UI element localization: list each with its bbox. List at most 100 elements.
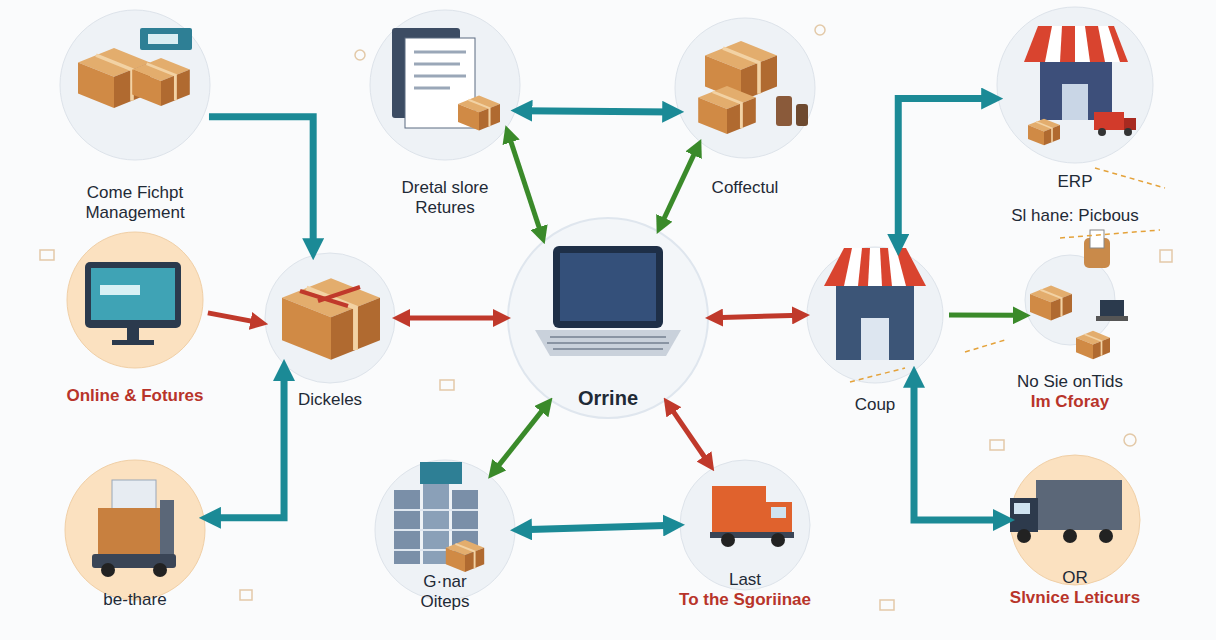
scatter-doodles — [880, 600, 894, 610]
laptop-illustration — [547, 337, 669, 349]
scatter-doodles — [990, 440, 1004, 450]
pickup-illustration — [1076, 331, 1110, 359]
returns-illustration — [414, 51, 466, 54]
pickup-illustration — [1030, 286, 1072, 321]
dashed-trails — [965, 340, 1005, 352]
scatter-doodles — [815, 25, 825, 35]
shop-illustration — [844, 248, 906, 286]
forklift-illustration — [101, 563, 115, 577]
parcel-illustration — [318, 287, 360, 301]
warehouse-illustration — [394, 509, 478, 511]
dashed-trails — [1060, 230, 1160, 238]
semi-truck-illustration — [1017, 529, 1031, 543]
icon-node: Orrine — [508, 218, 708, 418]
parcel-illustration — [300, 287, 360, 306]
flow-arrow — [208, 313, 259, 323]
store-illustration — [997, 7, 1153, 163]
icon-node: Come Fichpt Management — [60, 10, 210, 160]
semi-truck-illustration — [1099, 529, 1113, 543]
shop-illustration — [807, 247, 943, 383]
forklift-illustration — [65, 460, 205, 600]
icon-node: Coup — [807, 247, 943, 383]
node-text: Come Fichpt Management — [55, 183, 215, 224]
icon-node: LastTo the Sgoriinae — [680, 460, 810, 590]
node-text: Dretal slore Retures — [370, 178, 520, 219]
scatter-doodles — [1160, 250, 1172, 262]
flow-arrow — [210, 370, 284, 518]
icon-node: Online & Fotures — [67, 232, 203, 368]
node-label: Coup — [815, 395, 935, 415]
scatter-doodles — [240, 590, 252, 600]
returns-illustration — [370, 10, 520, 160]
monitor-illustration — [127, 328, 139, 340]
node-text: OR — [975, 568, 1175, 588]
stock-illustration — [776, 96, 792, 126]
node-text: Coffectul — [670, 178, 820, 198]
icon-node: be-thare — [65, 460, 205, 600]
scatter-doodles — [1124, 434, 1136, 446]
laptop-illustration — [508, 218, 708, 418]
stock-illustration — [675, 18, 815, 158]
node-text: Slvnice Leticurs — [975, 588, 1175, 608]
icon-node: G·nar Oiteps — [375, 460, 515, 600]
node-text: G·nar Oiteps — [405, 572, 485, 613]
returns-illustration — [414, 87, 450, 90]
warehouse-illustration — [394, 490, 420, 564]
shop-illustration — [836, 284, 914, 360]
flow-arrow — [898, 99, 992, 246]
laptop-illustration — [553, 348, 663, 350]
store-illustration — [1124, 128, 1132, 136]
shop-illustration — [861, 318, 889, 360]
icon-node: Dretal slore Retures — [370, 10, 520, 160]
pickup-illustration — [1090, 230, 1104, 248]
node-text: Sl hane: Picbous — [980, 206, 1170, 226]
delivery-truck-illustration — [771, 507, 786, 518]
icon-node: Coffectul — [675, 18, 815, 158]
scatter-doodles — [355, 50, 365, 60]
store-illustration — [1124, 118, 1136, 130]
store-illustration — [1045, 26, 1062, 62]
forklift-illustration — [112, 480, 156, 510]
warehouse-illustration — [394, 529, 478, 531]
monitor-illustration — [67, 232, 203, 368]
node-text: To the Sgoriinae — [645, 590, 845, 610]
laptop-illustration — [535, 330, 681, 356]
node-label: G·nar Oiteps — [405, 572, 485, 613]
store-illustration — [997, 7, 1153, 163]
store-illustration — [1024, 26, 1128, 62]
node-text: Online & Fotures — [35, 386, 235, 406]
flow-arrow — [401, 316, 502, 321]
node-text: Last — [645, 570, 845, 590]
node-label: ERP Sl hane: Picbous — [980, 172, 1170, 227]
stock-illustration — [698, 86, 756, 134]
node-label: LastTo the Sgoriinae — [645, 570, 845, 611]
flow-arrow — [714, 315, 801, 318]
laptop-illustration — [547, 342, 669, 344]
delivery-truck-illustration — [771, 533, 785, 547]
returns-illustration — [414, 52, 466, 88]
node-label: Dickeles — [260, 390, 400, 410]
node-label: Come Fichpt Management — [55, 183, 215, 224]
dashed-trails — [1095, 168, 1165, 188]
scatter-doodles — [440, 380, 454, 390]
parcel-illustration — [265, 253, 395, 383]
semi-truck-illustration — [1014, 503, 1030, 514]
inventory-illustration — [140, 28, 192, 50]
node-text: ERP — [980, 172, 1170, 192]
node-label: be-thare — [65, 590, 205, 610]
node-text: be-thare — [65, 590, 205, 610]
inventory-illustration — [60, 10, 210, 160]
pickup-illustration — [1025, 230, 1128, 359]
warehouse-illustration — [423, 478, 449, 564]
returns-illustration — [414, 75, 466, 78]
store-illustration — [1045, 26, 1120, 62]
pickup-illustration — [1096, 316, 1128, 321]
node-label: Orrine — [533, 386, 683, 410]
forklift-illustration — [65, 460, 205, 600]
laptop-illustration — [508, 218, 708, 418]
store-illustration — [1040, 62, 1112, 120]
flow-arrow — [521, 525, 674, 530]
node-label: No Sie onTidsIm Cforay — [990, 372, 1150, 413]
